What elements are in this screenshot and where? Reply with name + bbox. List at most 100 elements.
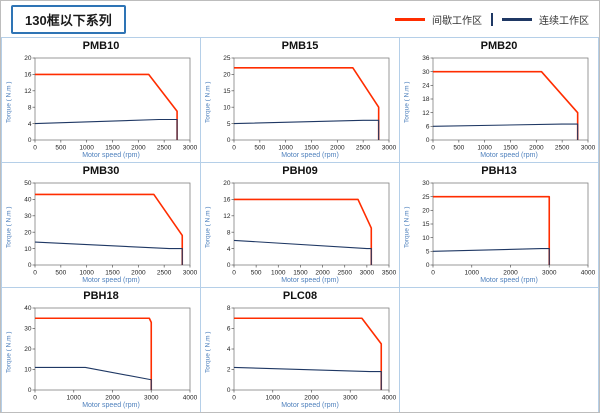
svg-text:1000: 1000 [79, 270, 94, 277]
chart-title: PLC08 [282, 290, 318, 302]
svg-text:1000: 1000 [278, 145, 293, 152]
svg-text:2000: 2000 [529, 145, 544, 152]
x-axis-label: Motor speed (rpm) [82, 152, 140, 159]
chart-title: PMB30 [82, 165, 120, 177]
svg-text:0: 0 [431, 270, 435, 277]
svg-text:20: 20 [24, 346, 32, 353]
svg-text:0: 0 [33, 395, 37, 402]
svg-text:30: 30 [24, 213, 32, 220]
y-axis-label: Torque ( N.m ) [204, 331, 212, 373]
svg-text:0: 0 [232, 145, 236, 152]
svg-text:25: 25 [223, 55, 231, 62]
svg-text:2000: 2000 [131, 145, 146, 152]
svg-text:3000: 3000 [542, 270, 557, 277]
legend-divider [491, 12, 493, 26]
svg-text:1000: 1000 [465, 270, 480, 277]
svg-text:10: 10 [422, 235, 430, 242]
svg-text:1000: 1000 [266, 395, 281, 402]
svg-text:8: 8 [227, 229, 231, 236]
svg-text:10: 10 [24, 246, 32, 253]
svg-text:500: 500 [55, 145, 66, 152]
svg-text:15: 15 [422, 221, 430, 228]
svg-text:0: 0 [431, 145, 435, 152]
svg-text:0: 0 [28, 387, 32, 394]
svg-text:8: 8 [227, 305, 231, 312]
x-axis-label: Motor speed (rpm) [480, 277, 538, 284]
svg-text:25: 25 [422, 194, 430, 201]
svg-text:3000: 3000 [581, 145, 596, 152]
empty-cell [400, 288, 599, 412]
svg-text:20: 20 [223, 180, 231, 187]
y-axis-label: Torque ( N.m ) [5, 81, 13, 123]
chart-title: PMB15 [281, 40, 319, 52]
svg-text:20: 20 [422, 208, 430, 215]
svg-text:20: 20 [24, 55, 32, 62]
svg-text:50: 50 [24, 180, 32, 187]
y-axis-label: Torque ( N.m ) [403, 206, 411, 248]
svg-text:0: 0 [232, 395, 236, 402]
intermittent-zone-line-icon [395, 17, 425, 21]
svg-text:1500: 1500 [105, 145, 120, 152]
svg-text:20: 20 [223, 72, 231, 79]
legend-label-intermittent: 间歇工作区 [432, 15, 482, 27]
svg-text:4000: 4000 [382, 395, 397, 402]
chart-title: PBH09 [282, 165, 318, 177]
svg-text:24: 24 [422, 83, 430, 90]
svg-text:12: 12 [223, 213, 231, 220]
svg-text:0: 0 [33, 270, 37, 277]
svg-text:4000: 4000 [183, 395, 198, 402]
svg-text:2500: 2500 [157, 270, 172, 277]
svg-text:30: 30 [422, 69, 430, 76]
svg-text:2000: 2000 [105, 395, 120, 402]
page-header: 130框以下系列 间歇工作区 连续工作区 [1, 1, 599, 37]
continuous-zone-line-icon [502, 17, 532, 21]
svg-text:2000: 2000 [131, 270, 146, 277]
svg-text:4: 4 [227, 246, 231, 253]
x-axis-label: Motor speed (rpm) [281, 402, 339, 409]
svg-text:2500: 2500 [356, 145, 371, 152]
series-title: 130框以下系列 [11, 4, 126, 34]
svg-text:16: 16 [223, 197, 231, 204]
svg-text:1000: 1000 [79, 145, 94, 152]
svg-text:1000: 1000 [67, 395, 82, 402]
svg-text:12: 12 [24, 88, 32, 95]
svg-text:3500: 3500 [382, 270, 397, 277]
x-axis-label: Motor speed (rpm) [82, 277, 140, 284]
svg-text:1500: 1500 [105, 270, 120, 277]
svg-text:0: 0 [28, 137, 32, 144]
x-axis-label: Motor speed (rpm) [82, 402, 140, 409]
svg-text:4000: 4000 [581, 270, 596, 277]
svg-text:1000: 1000 [271, 270, 286, 277]
svg-text:2500: 2500 [555, 145, 570, 152]
svg-text:1500: 1500 [293, 270, 308, 277]
chart-title: PBH13 [481, 165, 517, 177]
y-axis-label: Torque ( N.m ) [403, 81, 411, 123]
legend-label-continuous: 连续工作区 [539, 15, 589, 27]
svg-text:2: 2 [227, 367, 231, 374]
svg-text:3000: 3000 [183, 270, 198, 277]
y-axis-label: Torque ( N.m ) [204, 81, 212, 123]
chart-title: PMB10 [82, 40, 120, 52]
svg-text:0: 0 [227, 137, 231, 144]
svg-text:10: 10 [24, 367, 32, 374]
svg-text:2000: 2000 [304, 395, 319, 402]
svg-text:2000: 2000 [503, 270, 518, 277]
svg-text:6: 6 [426, 124, 430, 131]
